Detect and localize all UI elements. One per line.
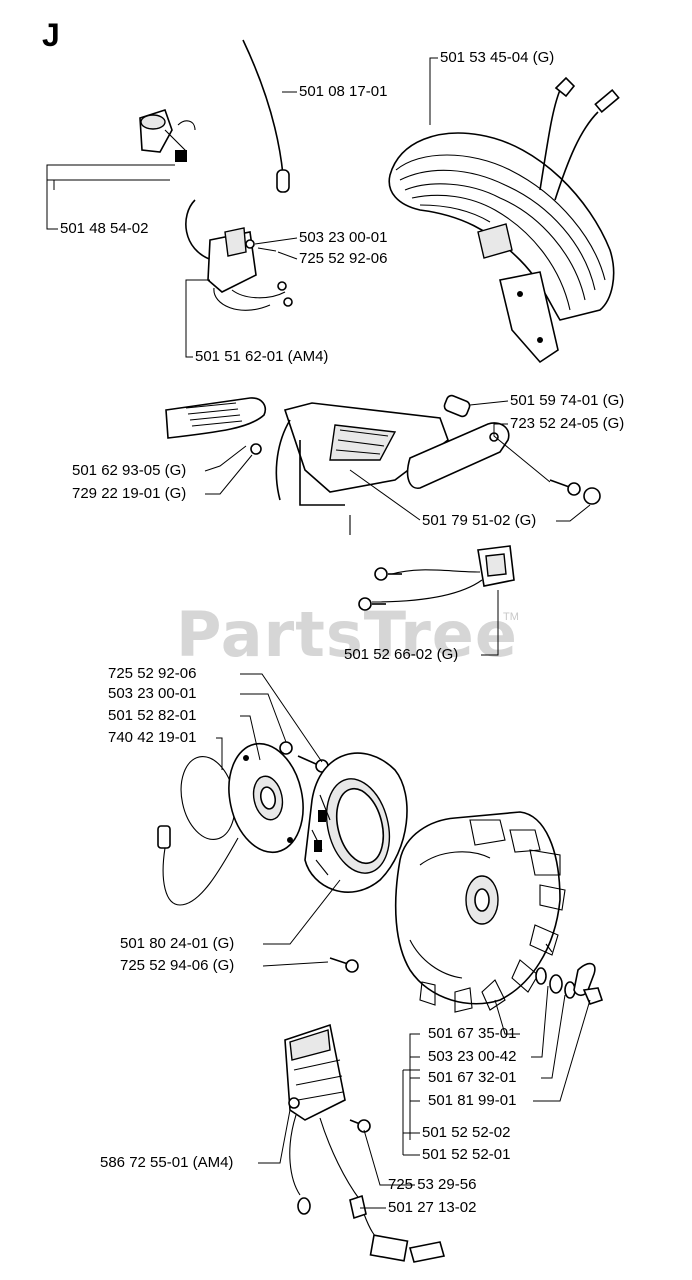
part-label-729-22-19-01[interactable]: 729 22 19-01 (G): [72, 485, 187, 502]
spacer-sleeve: [443, 394, 471, 418]
cover-plate: [165, 397, 266, 455]
part-label-501-67-35-01[interactable]: 501 67 35-01: [428, 1025, 517, 1042]
part-label-501-52-66-02[interactable]: 501 52 66-02 (G): [344, 646, 459, 663]
wiring-harness: [358, 545, 515, 611]
part-label-501-67-32-01[interactable]: 501 67 32-01: [428, 1069, 517, 1086]
part-label-725-53-29-56[interactable]: 725 53 29-56: [388, 1176, 477, 1193]
part-label-725-52-92-06-lower[interactable]: 725 52 92-06: [108, 665, 197, 682]
part-label-503-23-00-42[interactable]: 503 23 00-42: [428, 1048, 517, 1065]
switch-part: [139, 109, 196, 162]
part-label-501-52-52-02[interactable]: 501 52 52-02: [422, 1124, 511, 1141]
part-label-503-23-00-01-lower[interactable]: 503 23 00-01: [108, 685, 197, 702]
part-label-501-27-13-02[interactable]: 501 27 13-02: [388, 1199, 477, 1216]
ignition-module-upper: [185, 199, 293, 311]
part-label-501-79-51-02[interactable]: 501 79 51-02 (G): [422, 512, 537, 529]
leader-lines: [46, 57, 591, 1209]
screw-and-cap: [549, 479, 601, 505]
lower-screw: [329, 957, 359, 973]
ignition-cable: [242, 39, 290, 193]
ignition-module-lower: [284, 1023, 446, 1263]
bracket-housing: [275, 402, 510, 535]
watermark-text: PartsTree: [176, 598, 518, 671]
watermark-trademark: TM: [503, 611, 519, 623]
part-label-723-52-24-05[interactable]: 723 52 24-05 (G): [510, 415, 625, 432]
part-label-501-53-45-04[interactable]: 501 53 45-04 (G): [440, 49, 555, 66]
magnet-ring: [304, 752, 408, 893]
section-letter: J: [42, 17, 60, 53]
part-label-501-80-24-01[interactable]: 501 80 24-01 (G): [120, 935, 235, 952]
part-label-501-08-17-01[interactable]: 501 08 17-01: [299, 83, 388, 100]
part-label-501-52-82-01[interactable]: 501 52 82-01: [108, 707, 197, 724]
part-label-725-52-92-06-upper[interactable]: 725 52 92-06: [299, 250, 388, 267]
part-label-501-51-62-01[interactable]: 501 51 62-01 (AM4): [195, 348, 329, 365]
part-label-501-48-54-02[interactable]: 501 48 54-02: [60, 220, 149, 237]
ignition-coil: [388, 76, 620, 364]
part-label-740-42-19-01[interactable]: 740 42 19-01: [108, 729, 197, 746]
part-label-725-52-94-06[interactable]: 725 52 94-06 (G): [120, 957, 235, 974]
part-label-501-59-74-01[interactable]: 501 59 74-01 (G): [510, 392, 625, 409]
part-label-503-23-00-01-upper[interactable]: 503 23 00-01: [299, 229, 388, 246]
part-label-501-62-93-05[interactable]: 501 62 93-05 (G): [72, 462, 187, 479]
flywheel: [394, 811, 566, 1013]
nut-washer-set: [535, 943, 604, 1005]
part-label-586-72-55-01[interactable]: 586 72 55-01 (AM4): [100, 1154, 234, 1171]
mounting-plate: [157, 742, 304, 906]
part-label-501-52-52-01[interactable]: 501 52 52-01: [422, 1146, 511, 1163]
part-label-501-81-99-01[interactable]: 501 81 99-01: [428, 1092, 517, 1109]
